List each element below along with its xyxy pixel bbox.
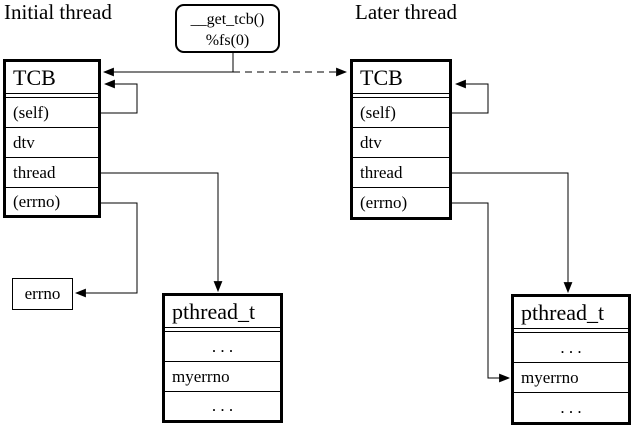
later-tcb-self-loop-arrow [452, 79, 489, 114]
initial-pthread-header: pthread_t [165, 296, 280, 328]
initial-tcb-row-self: (self) [6, 98, 98, 128]
later-tcb-row-thread: thread [353, 158, 449, 188]
initial-pthread-row-ellipsis-2: . . . [211, 396, 234, 415]
initial-thread-title: Initial thread [4, 0, 112, 24]
later-thread-title: Later thread [355, 0, 458, 24]
later-tcb-row-self: (self) [353, 98, 449, 128]
double-rule [353, 94, 449, 98]
initial-pthread-row-myerrno: myerrno [165, 362, 280, 392]
later-thread-to-pthread-arrow [452, 172, 573, 294]
fs0-label: %fs(0) [205, 32, 250, 49]
later-pthread-table: pthread_t . . . myerrno . . . [511, 294, 631, 425]
initial-tcb-row-thread: thread [6, 158, 98, 188]
later-tcb-table: TCB (self) dtv thread (errno) [350, 59, 452, 220]
later-pthread-header: pthread_t [514, 297, 628, 329]
later-tcb-row-errno: (errno) [360, 192, 408, 212]
initial-tcb-row-errno: (errno) [13, 191, 61, 211]
double-rule [514, 329, 628, 333]
get-tcb-box: __get_tcb() %fs(0) [175, 4, 280, 53]
later-tcb-header: TCB [353, 62, 449, 94]
get-tcb-label: __get_tcb() [190, 11, 265, 28]
initial-tcb-header: TCB [6, 62, 98, 94]
later-pthread-row-ellipsis-1: . . . [514, 333, 628, 363]
later-errno-to-myerrno-arrow [452, 202, 511, 383]
initial-pthread-table: pthread_t . . . myerrno . . . [162, 293, 283, 423]
initial-thread-to-pthread-arrow [101, 172, 223, 293]
errno-label: errno [24, 284, 61, 303]
double-rule [165, 328, 280, 332]
double-rule [6, 94, 98, 98]
errno-box: errno [12, 278, 73, 310]
initial-tcb-row-dtv: dtv [6, 128, 98, 158]
later-pthread-row-myerrno: myerrno [514, 363, 628, 393]
later-pthread-row-ellipsis-2: . . . [560, 397, 582, 417]
later-tcb-row-dtv: dtv [353, 128, 449, 158]
initial-pthread-row-ellipsis-1: . . . [165, 332, 280, 362]
initial-tcb-self-loop-arrow [101, 79, 138, 114]
initial-tcb-table: TCB (self) dtv thread (errno) [3, 59, 101, 218]
